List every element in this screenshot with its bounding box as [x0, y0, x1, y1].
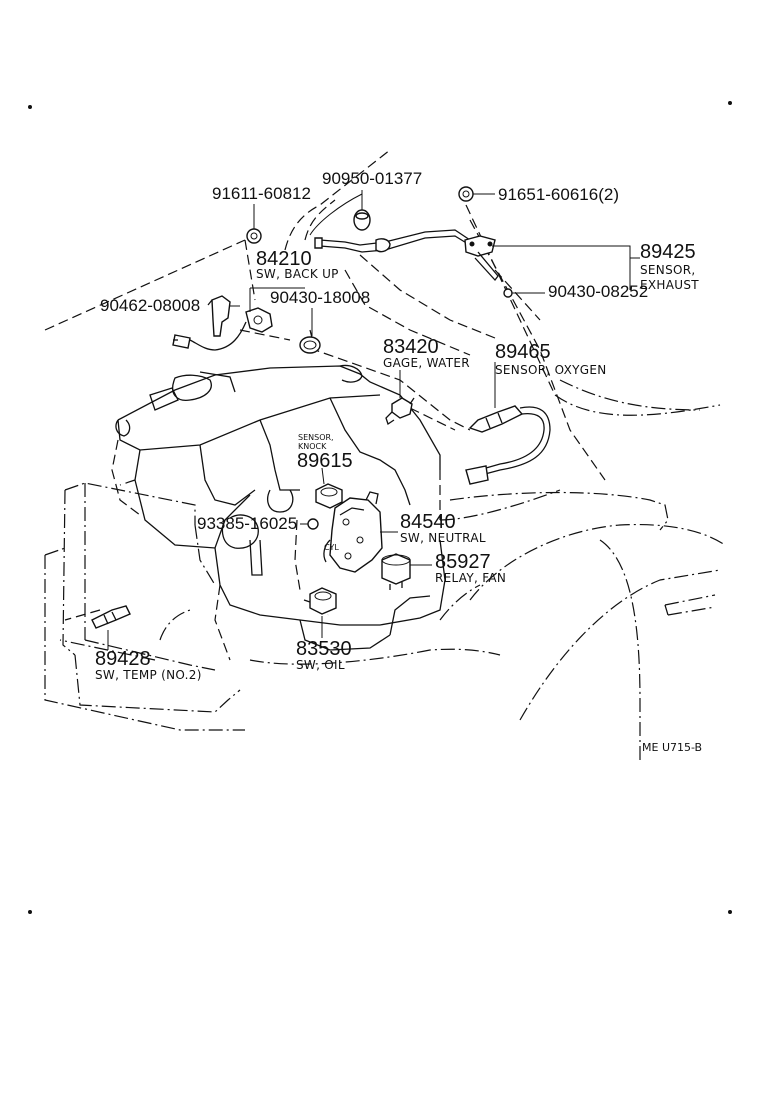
part-desc-85927: RELAY, FAN — [435, 571, 506, 585]
knock-sensor-89615 — [315, 483, 343, 509]
engine-outline — [111, 364, 446, 661]
part-number-90950: 90950-01377 — [322, 169, 422, 188]
part-number-90430-08252: 90430-08252 — [548, 282, 648, 301]
drawing-code: ME U715-B — [642, 741, 702, 754]
bolt-91611 — [246, 228, 262, 244]
part-number-89425: 89425 — [640, 241, 696, 263]
part-labels: 90950-01377 91611-60812 91651-60616(2) 8… — [95, 169, 702, 754]
exhaust-sensor-89425 — [314, 229, 499, 282]
part-desc-89615-line2: KNOCK — [298, 442, 327, 451]
body-outline — [59, 379, 726, 760]
part-number-85927: 85927 — [435, 551, 491, 573]
part-desc-89615-line1: SENSOR, — [298, 433, 334, 442]
part-desc-89428: SW, TEMP (NO.2) — [95, 668, 202, 682]
part-number-91611: 91611-60812 — [212, 184, 311, 203]
oil-switch-83530 — [303, 587, 337, 615]
bolt-93385 — [307, 518, 319, 530]
oxygen-sensor-89465 — [465, 405, 551, 485]
part-number-93385: 93385-16025 — [197, 514, 297, 533]
bolt-91651 — [458, 186, 474, 202]
backup-switch-84210 — [172, 307, 273, 351]
part-number-84540: 84540 — [400, 511, 456, 533]
registration-marks — [28, 101, 732, 914]
part-number-90462: 90462-08008 — [100, 296, 200, 315]
callout-cyl: CYL — [324, 543, 339, 552]
part-desc-84210: SW, BACK UP — [256, 267, 339, 281]
grommet-90950 — [353, 209, 371, 231]
part-number-84210: 84210 — [256, 248, 312, 270]
part-desc-89425-line2: EXHAUST — [640, 278, 699, 292]
part-desc-83530: SW, OIL — [296, 658, 345, 672]
part-desc-83420: GAGE, WATER — [383, 356, 470, 370]
part-number-89428: 89428 — [95, 648, 151, 670]
neutral-switch-84540 — [323, 491, 383, 573]
part-desc-89425-line1: SENSOR, — [640, 263, 696, 277]
part-number-83530: 83530 — [296, 638, 352, 660]
part-number-89465: 89465 — [495, 341, 551, 363]
gasket-90430-08252 — [503, 288, 513, 298]
part-number-90430-18008: 90430-18008 — [270, 288, 370, 307]
gasket-90430-18008 — [299, 336, 321, 354]
temp-switch-89428 — [91, 605, 131, 629]
part-desc-89465: SENSOR, OXYGEN — [495, 363, 607, 377]
clamp-90462 — [207, 295, 231, 337]
fan-relay-85927 — [381, 553, 411, 590]
label-leaders — [107, 190, 640, 650]
part-number-91651: 91651-60616(2) — [498, 185, 619, 204]
water-gage-83420 — [385, 397, 415, 426]
part-number-83420: 83420 — [383, 336, 439, 358]
part-desc-84540: SW, NEUTRAL — [400, 531, 486, 545]
part-number-89615: 89615 — [297, 450, 353, 472]
